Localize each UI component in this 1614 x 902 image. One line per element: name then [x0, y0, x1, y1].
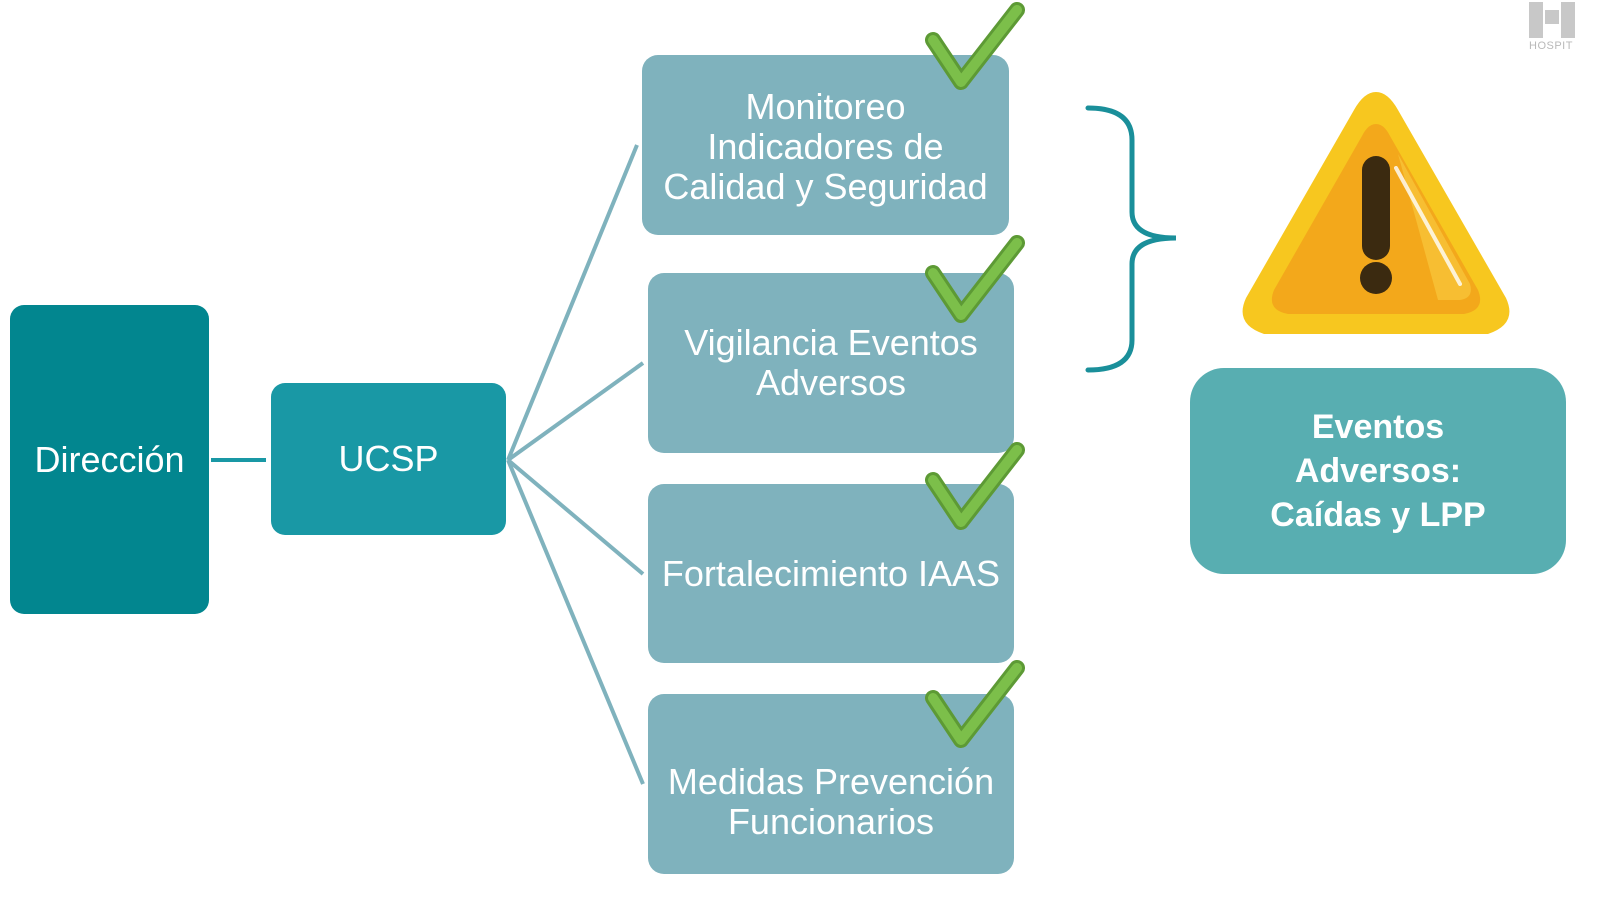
node-direccion: Dirección [10, 305, 209, 614]
node-fortalecimiento-label: Fortalecimiento IAAS [661, 552, 1001, 594]
node-monitoreo: Monitoreo Indicadores de Calidad y Segur… [642, 55, 1009, 235]
node-medidas-label: Medidas Prevención Funcionarios [667, 761, 995, 842]
check-icon [925, 660, 1025, 748]
node-medidas: Medidas Prevención Funcionarios [648, 694, 1014, 874]
warning-triangle-icon [1242, 92, 1510, 334]
hospital-logo-icon [1529, 2, 1575, 38]
callout-eventos-adversos: Eventos Adversos: Caídas y LPP [1190, 368, 1566, 574]
check-icon [925, 442, 1025, 530]
node-monitoreo-label: Monitoreo Indicadores de Calidad y Segur… [663, 86, 988, 207]
callout-eventos-adversos-label: Eventos Adversos: Caídas y LPP [1270, 408, 1486, 534]
node-ucsp: UCSP [271, 383, 506, 535]
node-ucsp-label: UCSP [338, 438, 439, 479]
check-icon [925, 235, 1025, 323]
hospital-logo-text: HOSPIT [1529, 40, 1573, 52]
node-direccion-label: Dirección [34, 438, 185, 480]
node-vigilancia-label: Vigilancia Eventos Adversos [684, 322, 978, 403]
connector-unit-medidas [506, 459, 645, 785]
connector-unit-fortalecimiento [506, 458, 645, 576]
check-icon [925, 2, 1025, 90]
connector-unit-vigilancia [506, 361, 645, 462]
connector-unit-monitoreo [506, 144, 639, 461]
curly-brace-icon [1085, 105, 1177, 373]
